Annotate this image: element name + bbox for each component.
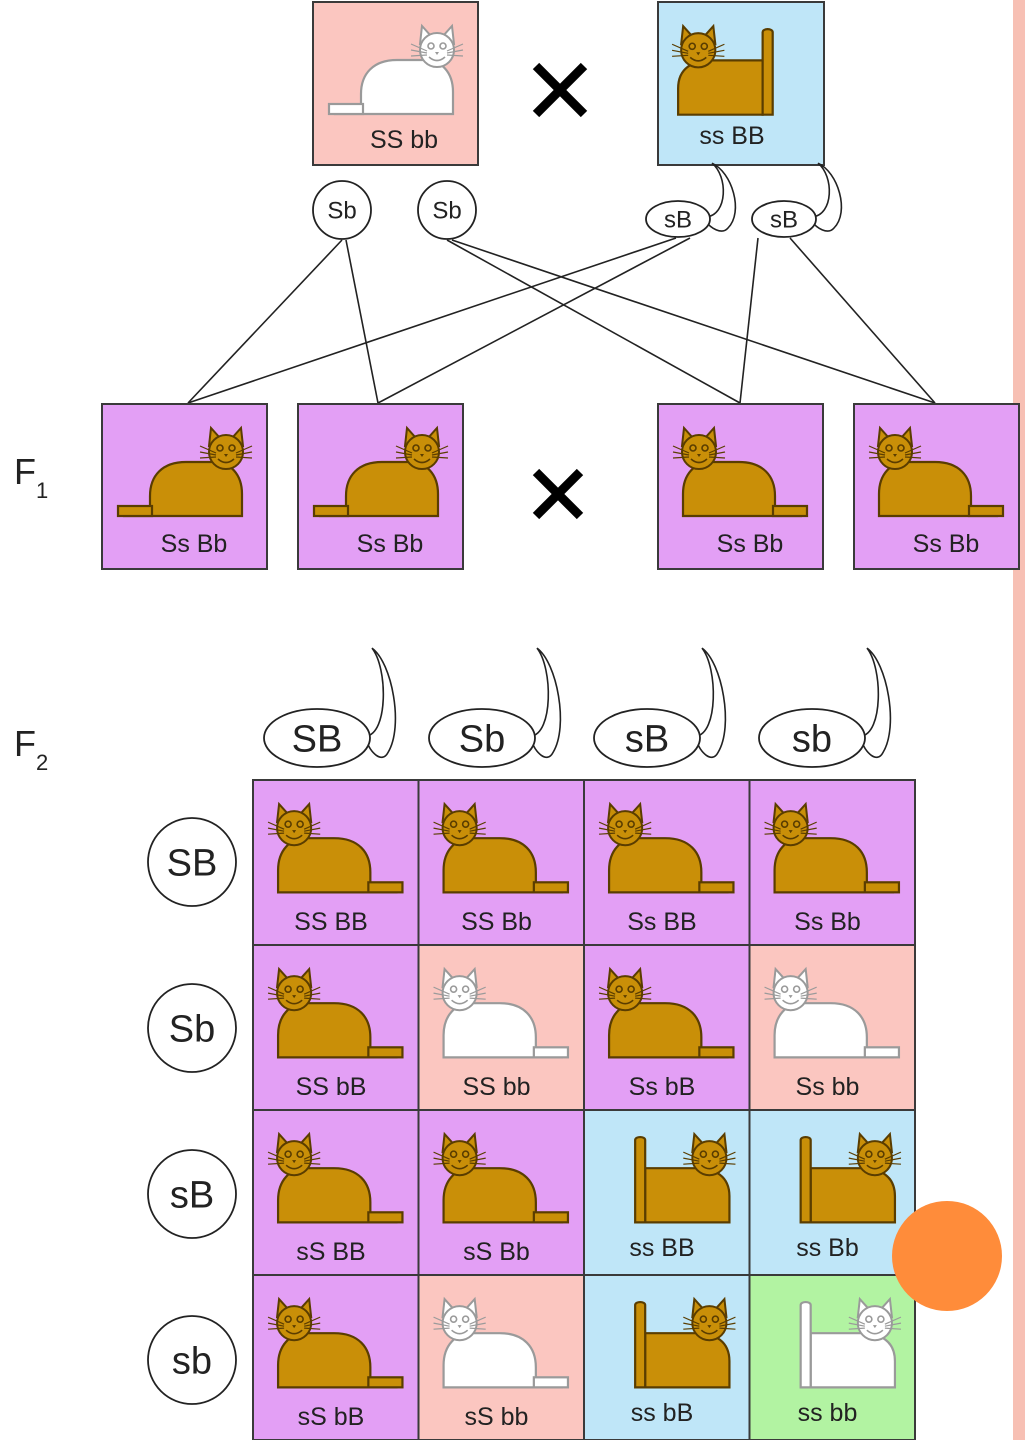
sperm-gamete: sB (751, 162, 843, 238)
f1-offspring-genotype: Ss Bb (717, 530, 784, 558)
cat-icon (868, 425, 1005, 518)
punnett-cell-genotype: sS bb (465, 1403, 529, 1431)
punnett-cell-genotype: Ss BB (627, 908, 696, 936)
punnett-cell-genotype: ss bB (631, 1399, 694, 1427)
cat-icon (671, 23, 774, 116)
punnett-cell-genotype: ss BB (629, 1234, 694, 1262)
cat-icon (598, 801, 735, 894)
cat-icon (327, 23, 464, 116)
punnett-cell-genotype: sS bB (298, 1403, 365, 1431)
cat-icon (267, 966, 404, 1059)
parent-right-genotype: ss BB (699, 122, 764, 150)
gamete-label: Sb (327, 198, 356, 225)
f1-label: F1 (14, 451, 48, 503)
parent-generation: SS bb ss BB Sb Sb sB sB (312, 1, 843, 240)
parent-cross-icon (532, 62, 588, 118)
f1-generation: F1 Ss Bb Ss Bb Ss Bb Ss Bb (14, 403, 1020, 570)
cat-icon (267, 801, 404, 894)
gamete-connection-lines (187, 237, 936, 404)
gamete-label: Sb (432, 198, 461, 225)
sperm-gamete: sB (645, 162, 737, 238)
gamete-label: sB (170, 1175, 214, 1217)
punnett-cell-genotype: Ss bB (629, 1073, 696, 1101)
sperm-gamete: sB (593, 647, 727, 768)
accent-dot (892, 1201, 1002, 1311)
right-accent-bar (1013, 0, 1025, 1440)
cat-icon (799, 1296, 902, 1389)
cat-icon (764, 966, 901, 1059)
f2-label: F2 (14, 723, 48, 775)
gamete-label: sB (625, 719, 669, 761)
punnett-cell-genotype: SS bB (296, 1073, 367, 1101)
f1-cross-icon (532, 468, 584, 520)
cat-icon (433, 1296, 570, 1389)
f1-offspring-genotype: Ss Bb (357, 530, 424, 558)
f1-offspring-genotype: Ss Bb (913, 530, 980, 558)
cat-icon (312, 425, 449, 518)
egg-gamete: SB (147, 817, 237, 907)
cat-icon (598, 966, 735, 1059)
punnett-cell-genotype: SS BB (294, 908, 368, 936)
cat-icon (433, 801, 570, 894)
punnett-cell-genotype: sS BB (296, 1238, 365, 1266)
punnett-cell-genotype: SS bb (462, 1073, 530, 1101)
egg-gamete: sb (147, 1315, 237, 1405)
punnett-cell-genotype: Ss bb (796, 1073, 860, 1101)
punnett-cell-genotype: Ss Bb (794, 908, 861, 936)
gamete-label: sb (792, 719, 832, 761)
punnett-cell-genotype: ss Bb (796, 1234, 859, 1262)
cat-icon (433, 966, 570, 1059)
punnett-cell-genotype: SS Bb (461, 908, 532, 936)
sperm-gamete: SB (263, 647, 397, 768)
cat-icon (634, 1296, 736, 1389)
sperm-gamete: sb (758, 647, 892, 768)
cat-icon (672, 425, 809, 518)
gamete-label: SB (292, 719, 343, 761)
gamete-label: sb (172, 1341, 212, 1383)
cat-icon (267, 1296, 404, 1389)
cat-icon (267, 1131, 404, 1224)
cat-icon (799, 1131, 902, 1224)
f1-offspring-genotype: Ss Bb (161, 530, 228, 558)
cat-icon (764, 801, 901, 894)
cat-icon (634, 1131, 736, 1224)
cat-icon (433, 1131, 570, 1224)
cat-icon (116, 425, 253, 518)
parent-left-genotype: SS bb (370, 126, 438, 154)
punnett-cell-genotype: ss bb (798, 1399, 858, 1427)
gamete-label: SB (167, 843, 218, 885)
egg-gamete: Sb (417, 180, 477, 240)
egg-gamete: Sb (312, 180, 372, 240)
sperm-gamete: Sb (428, 647, 562, 768)
punnett-cell-genotype: sS Bb (463, 1238, 530, 1266)
gamete-label: Sb (459, 719, 505, 761)
gamete-label: Sb (169, 1009, 215, 1051)
egg-gamete: Sb (147, 983, 237, 1073)
egg-gamete: sB (147, 1149, 237, 1239)
gamete-label: sB (664, 207, 692, 234)
gamete-label: sB (770, 207, 798, 234)
